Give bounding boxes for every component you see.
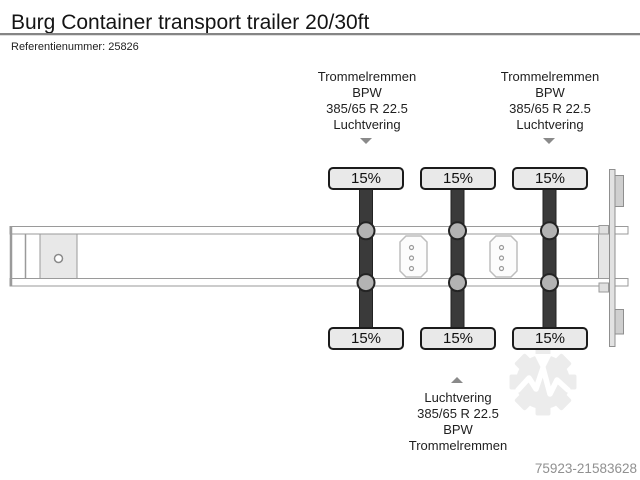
crossmember-2 [489,235,518,278]
title-divider [0,33,640,36]
axle-2-spec-label: Luchtvering 385/65 R 22.5 BPW Trommelrem… [378,390,538,454]
axle-2-brakes: Trommelremmen [408,438,508,453]
reference-number: Referentienummer: 25826 [11,41,139,53]
arrow-down-icon [543,138,555,144]
axle-1-brand: BPW [352,85,382,100]
axle-1-suspension: Luchtvering [333,117,401,132]
axle-3-spec-label: Trommelremmen BPW 385/65 R 22.5 Luchtver… [470,69,630,133]
axle-2-tyres: 385/65 R 22.5 [417,406,499,421]
page-title: Burg Container transport trailer 20/30ft [11,11,370,34]
chassis-rails [9,226,629,287]
axle-3-tyres: 385/65 R 22.5 [509,101,591,116]
wheel-load-axle2-top: 15% [420,167,496,190]
wheel-load-axle3-top: 15% [512,167,588,190]
crossmember-1 [399,235,428,278]
watermark-gear-logo-icon [509,348,577,416]
arrow-up-icon [451,377,463,383]
wheel-load-axle1-bottom: 15% [328,327,404,350]
arrow-down-icon [360,138,372,144]
axle-3-brand: BPW [535,85,565,100]
axle-2-brand: BPW [443,422,473,437]
axle-2-suspension: Luchtvering [424,390,492,405]
wheel-load-axle2-bottom: 15% [420,327,496,350]
axle-1-tyres: 385/65 R 22.5 [326,101,408,116]
axle-hubs [356,221,559,293]
image-id: 75923-21583628 [534,461,637,476]
axle-1-brakes: Trommelremmen [317,69,417,84]
axle-bars [359,177,557,337]
front-end-kingpin [9,226,78,287]
axle-3-brakes: Trommelremmen [500,69,600,84]
rear-end [598,169,624,347]
axle-1-spec-label: Trommelremmen BPW 385/65 R 22.5 Luchtver… [287,69,447,133]
axle-3-suspension: Luchtvering [516,117,584,132]
wheel-load-axle3-bottom: 15% [512,327,588,350]
wheel-load-axle1-top: 15% [328,167,404,190]
